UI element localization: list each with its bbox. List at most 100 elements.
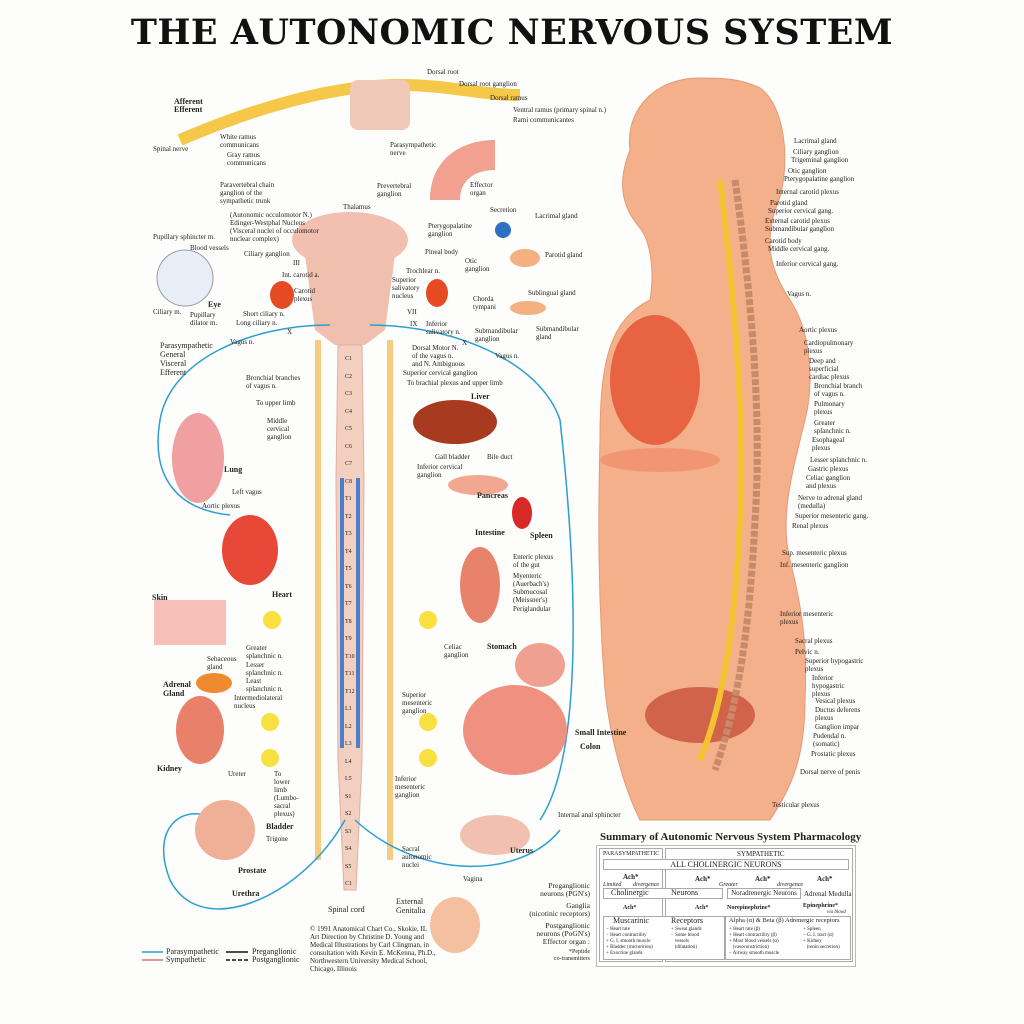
spinal-segment-label: C6 [345,443,353,450]
label-urethra: Urethra [232,889,260,898]
label-pupillary-dilator: Pupillary dilator m. [190,311,218,327]
label-r-parotid: Parotid gland [770,199,808,207]
label-prostate: Prostate [238,866,267,875]
label-r-testicular: Testicular plexus [772,801,820,809]
ach-symp-3: Ach* [817,875,833,883]
parotid-shape [510,249,540,267]
label-blood-vessels: Blood vessels [190,244,229,252]
label-bladder: Bladder [266,822,294,831]
label-gall-bladder: Gall bladder [435,453,470,461]
label-credits: © 1991 Anatomical Chart Co., Skokie, IL … [310,925,436,973]
label-sup-cervical-l: Superior cervical ganglion [403,369,478,377]
bladder-organ [195,800,255,860]
label-r-int-carotid: Internal carotid plexus [776,188,839,196]
label-r-lacrimal: Lacrimal gland [794,137,837,145]
adrenal-medulla: Adrenal Medulla [804,890,852,898]
stomach-organ [515,643,565,687]
spinal-segment-label: C1 [345,356,353,362]
label-r-renal: Renal plexus [792,522,829,530]
row-ganglia: Ganglia (nicotinic receptors) [529,901,590,918]
label-celiac-l: Celiac ganglion [444,643,469,659]
spinal-segment-label: S1 [345,793,352,800]
para-header: PARASYMPATHETIC [603,851,660,857]
body-silhouette [598,77,811,821]
spinal-segment-label: T9 [345,636,352,642]
label-heart: Heart [272,590,292,599]
spinal-segment-label: S3 [345,828,352,835]
via-blood: via blood [827,910,846,915]
label-ciliary-ganglion-l: Ciliary ganglion [244,250,290,258]
label-r-trigeminal: Trigeminal ganglion [791,156,849,164]
label-r-pudendal: Pudendal n. (somatic) [813,732,847,748]
pelvic-parasympathetic [163,813,346,910]
label-parasympathetic-gve: Parasympathetic General Visceral Efferen… [160,341,213,377]
label-submandibular-gland-l: Submandibular gland [536,325,579,341]
label-edinger: (Autonomic occulomotor N.) Edinger-Westp… [230,211,319,243]
label-r-cardiopulmonary: Cardiopulmonary plexus [804,339,854,355]
label-pineal: Pineal body [425,248,459,256]
label-r-sup-mes-plexus: Sup. mesenteric plexus [782,549,847,557]
label-r-greater-splanchnic: Greater splanchnic n. [814,419,851,435]
label-r-pelvic: Pelvic n. [795,648,820,656]
spinal-segment-label: T6 [345,583,352,590]
label-lung: Lung [224,465,243,474]
epinephrine: Epinephrine* [803,903,839,909]
label-trigone: Trigone [266,835,288,843]
legend-postganglionic: Postganglionic [252,955,300,964]
label-r-lesser-splanchnic: Lesser splanchnic n. [810,456,867,464]
label-thalamus: Thalamus [343,203,371,211]
label-intestine: Intestine [475,528,505,537]
label-left-vagus: Left vagus [232,488,262,496]
label-myenteric: Myenteric (Auerbach's) [513,572,549,588]
row-postganglionic: Postganglionic neurons (PoGN's) [536,921,590,938]
label-gray-ramus: Gray ramus communicans [227,151,266,167]
label-r-sacral: Sacral plexus [795,637,833,645]
label-to-brachial: To brachial plexus and upper limb [407,379,503,387]
label-enteric: Enteric plexus of the gut [513,553,554,569]
label-r-ciliary: Ciliary ganglion [793,148,839,156]
label-r-sup-hypogastric: Superior hypogastric plexus [805,657,864,673]
symp-header: SYMPATHETIC [737,850,785,858]
label-vii: VII [407,308,417,316]
label-r-cardiac: Deep and superficial cardiac plexus [809,357,850,381]
para-effects: − Heart rate − Heart contractility + G. … [606,927,653,956]
label-liver: Liver [471,392,490,401]
label-aortic-plexus-l: Aortic plexus [202,502,240,510]
label-r-ganglion-impar: Ganglion impar [815,723,860,731]
spinal-segment-label: T10 [345,653,355,660]
label-effector-organ: Effector organ [470,181,493,197]
label-adrenal-gland: Adrenal Gland [163,680,191,698]
spinal-segment-label: S2 [345,811,352,817]
label-spleen: Spleen [530,531,553,540]
label-parotid-l: Parotid gland [545,251,583,259]
ach-para: Ach* [623,873,639,881]
label-r-aortic: Aortic plexus [799,326,837,334]
spinal-segment-label: T8 [345,618,352,625]
lung-heart-region [610,315,700,445]
small-eye [495,222,511,238]
row-peptide: *Peptide co-transmitters [554,949,590,962]
label-stomach: Stomach [487,642,517,651]
label-trochlear: Trochlear n. [406,267,440,275]
limited: Limited [603,882,622,888]
cholinergic: Cholinergic [611,888,649,897]
label-sublingual: Sublingual gland [528,289,576,297]
label-x-right: X [462,339,468,347]
sympathetic-trunk-body [697,179,745,762]
label-external-genitalia: External Genitalia [396,897,426,915]
legend-preganglionic: Preganglionic [252,947,297,956]
label-r-adrenal: Nerve to adrenal gland (medulla) [798,494,862,510]
pharmacology-title: Summary of Autonomic Nervous System Phar… [600,831,862,843]
label-submandibular-ganglion-l: Submandibular ganglion [475,327,518,343]
thalamus [292,212,408,268]
divergence-1: divergence [633,882,660,888]
label-dorsal-ramus: Dorsal ramus [490,94,528,102]
prevertebral-ganglia [261,611,437,767]
symp-chol-effects: + Sweat glands − Some blood vessels (dil… [671,927,702,950]
label-afferent: Afferent [174,97,203,106]
label-r-bronchial: Bronchial branch of vagus n. [814,382,863,398]
neurons: Neurons [671,888,699,897]
label-iii: III [293,259,300,267]
chart-title: THE AUTONOMIC NERVOUS SYSTEM [130,12,894,53]
